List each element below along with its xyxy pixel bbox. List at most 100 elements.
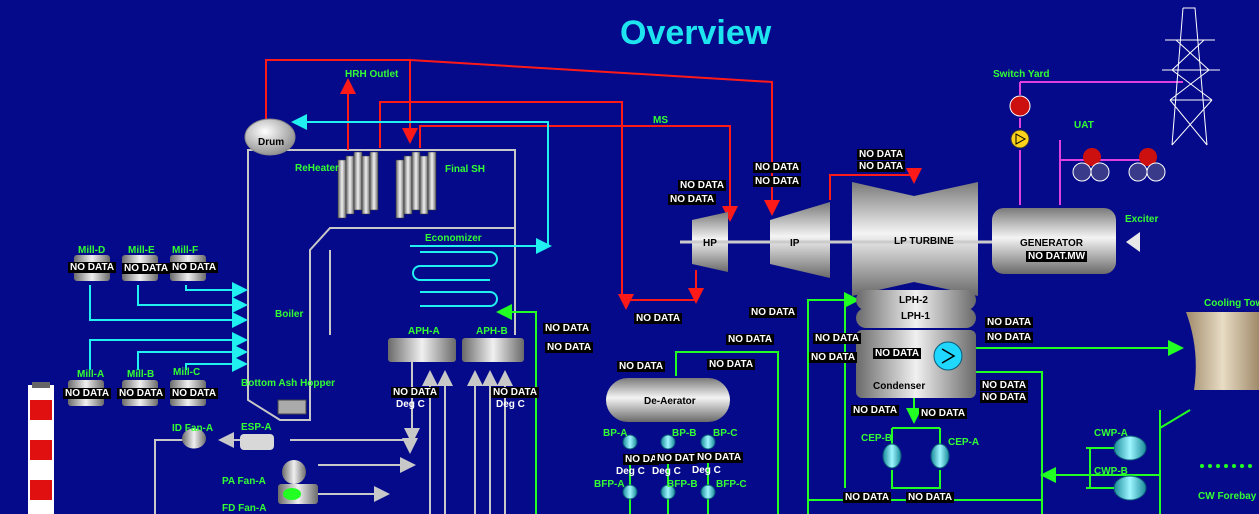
lph-2-icon bbox=[856, 290, 976, 310]
mill-f-value: NO DATA bbox=[170, 262, 219, 273]
cooling-tower-value-1: NO DATA bbox=[985, 317, 1034, 328]
lph-value-2: NO DATA bbox=[809, 352, 858, 363]
mill-d-label: Mill-D bbox=[78, 245, 106, 256]
switchyard-devices bbox=[1009, 95, 1166, 182]
hp-label: HP bbox=[703, 238, 717, 249]
steam-lines bbox=[265, 59, 922, 310]
cep-b-label: CEP-B bbox=[861, 433, 893, 444]
cw-forebay-dots bbox=[1200, 464, 1252, 468]
ip-value-2: NO DATA bbox=[753, 176, 802, 187]
cep-discharge-value-1: NO DATA bbox=[843, 492, 892, 503]
mills bbox=[68, 255, 206, 406]
economizer-value-1: NO DATA bbox=[543, 323, 592, 334]
bfp-a-value: NO DA bbox=[623, 454, 660, 465]
final-sh-panels bbox=[395, 151, 437, 219]
cw-value-1: NO DATA bbox=[980, 380, 1029, 391]
generator-mw-value: NO DAT.MW bbox=[1026, 251, 1088, 262]
cooling-tower-label: Cooling Tow bbox=[1204, 298, 1259, 309]
cep-b-value: NO DATA bbox=[851, 405, 900, 416]
aph-b-temp-value: NO DATA bbox=[491, 387, 540, 398]
de-aerator-label: De-Aerator bbox=[644, 396, 696, 407]
bfp-a-label: BFP-A bbox=[594, 479, 625, 490]
condenser-value: NO DATA bbox=[873, 348, 922, 359]
de-aerator-value-1: NO DATA bbox=[617, 361, 666, 372]
chimney-icon bbox=[28, 382, 54, 514]
reheater-label: ReHeater bbox=[295, 163, 339, 174]
cooling-tower-icon bbox=[1186, 312, 1259, 390]
final-sh-label: Final SH bbox=[445, 164, 486, 175]
cw-forebay-label: CW Forebay bbox=[1198, 491, 1257, 502]
mill-f-label: Mill-F bbox=[172, 245, 199, 256]
aph-b-temp-unit: Deg C bbox=[496, 399, 525, 410]
fans bbox=[182, 428, 318, 504]
aph-a-temp-unit: Deg C bbox=[396, 399, 425, 410]
lph-2-label: LPH-2 bbox=[899, 295, 928, 306]
de-aerator-icon bbox=[606, 378, 730, 422]
economizer-label: Economizer bbox=[425, 233, 482, 244]
lph-value-1: NO DATA bbox=[813, 333, 862, 344]
cooling-tower-value-2: NO DATA bbox=[985, 332, 1034, 343]
uat-label: UAT bbox=[1074, 120, 1094, 131]
bfp-c-value: NO DATA bbox=[695, 452, 744, 463]
reheater-panels bbox=[337, 151, 379, 219]
extraction-value: NO DATA bbox=[749, 307, 798, 318]
ms-label: MS bbox=[653, 115, 668, 126]
generator-mw-number: NO DAT bbox=[1028, 251, 1065, 262]
mill-e-value: NO DATA bbox=[122, 263, 171, 274]
bp-c-label: BP-C bbox=[713, 428, 738, 439]
bfp-c-label: BFP-C bbox=[716, 479, 747, 490]
cep-discharge-value-2: NO DATA bbox=[906, 492, 955, 503]
bp-a-label: BP-A bbox=[603, 428, 628, 439]
page-title: Overview bbox=[620, 14, 772, 52]
mill-b-value: NO DATA bbox=[117, 388, 166, 399]
bfp-a-unit: Deg C bbox=[616, 466, 645, 477]
fd-fan-a-label: FD Fan-A bbox=[222, 503, 267, 514]
lph-1-label: LPH-1 bbox=[901, 311, 930, 322]
cwp-a-label: CWP-A bbox=[1094, 428, 1128, 439]
cyan-lines bbox=[89, 114, 552, 372]
esp-a-label: ESP-A bbox=[241, 422, 272, 433]
lp-value-2: NO DATA bbox=[857, 161, 906, 172]
crh-value: NO DATA bbox=[634, 313, 683, 324]
mill-d-value: NO DATA bbox=[68, 262, 117, 273]
condenser-label: Condenser bbox=[873, 381, 926, 392]
aph-a-icon bbox=[388, 338, 456, 362]
exciter-label: Exciter bbox=[1125, 214, 1159, 225]
aph-b-icon bbox=[462, 338, 524, 362]
hp-value-2: NO DATA bbox=[668, 194, 717, 205]
aph-a-temp-value: NO DATA bbox=[391, 387, 440, 398]
lp-turbine-icon bbox=[852, 182, 978, 296]
bfp-c-unit: Deg C bbox=[692, 465, 721, 476]
cep-a-value: NO DATA bbox=[919, 408, 968, 419]
mill-e-label: Mill-E bbox=[128, 245, 155, 256]
cwp-b-label: CWP-B bbox=[1094, 466, 1128, 477]
economizer-coils bbox=[412, 251, 498, 307]
bottom-ash-hopper-icon bbox=[277, 399, 307, 415]
bfp-b-label: BFP-B bbox=[667, 479, 698, 490]
electrical-lines bbox=[1019, 81, 1183, 205]
bfp-b-value: NO DAT bbox=[655, 453, 697, 464]
lp-value-1: NO DATA bbox=[857, 149, 906, 160]
mill-a-label: Mill-A bbox=[77, 369, 105, 380]
generator-label: GENERATOR bbox=[1020, 238, 1083, 249]
de-aerator-value-2: NO DATA bbox=[707, 359, 756, 370]
hp-value-1: NO DATA bbox=[678, 180, 727, 191]
boiler-label: Boiler bbox=[275, 309, 304, 320]
switch-yard-label: Switch Yard bbox=[993, 69, 1050, 80]
mill-c-label: Mill-C bbox=[173, 367, 201, 378]
aph-a-label: APH-A bbox=[408, 326, 440, 337]
ip-value-1: NO DATA bbox=[753, 162, 802, 173]
bp-b-label: BP-B bbox=[672, 428, 697, 439]
mill-b-label: Mill-B bbox=[127, 369, 155, 380]
aph-b-label: APH-B bbox=[476, 326, 508, 337]
transmission-tower-icon bbox=[1162, 7, 1220, 146]
lp-turbine-label: LP TURBINE bbox=[894, 236, 954, 247]
bottom-ash-hopper-label: Bottom Ash Hopper bbox=[241, 378, 336, 389]
cep-a-label: CEP-A bbox=[948, 437, 980, 448]
economizer-value-2: NO DATA bbox=[545, 342, 594, 353]
mill-a-value: NO DATA bbox=[63, 388, 112, 399]
cw-value-2: NO DATA bbox=[980, 392, 1029, 403]
drum-label: Drum bbox=[258, 137, 285, 148]
pumps bbox=[622, 434, 1147, 501]
